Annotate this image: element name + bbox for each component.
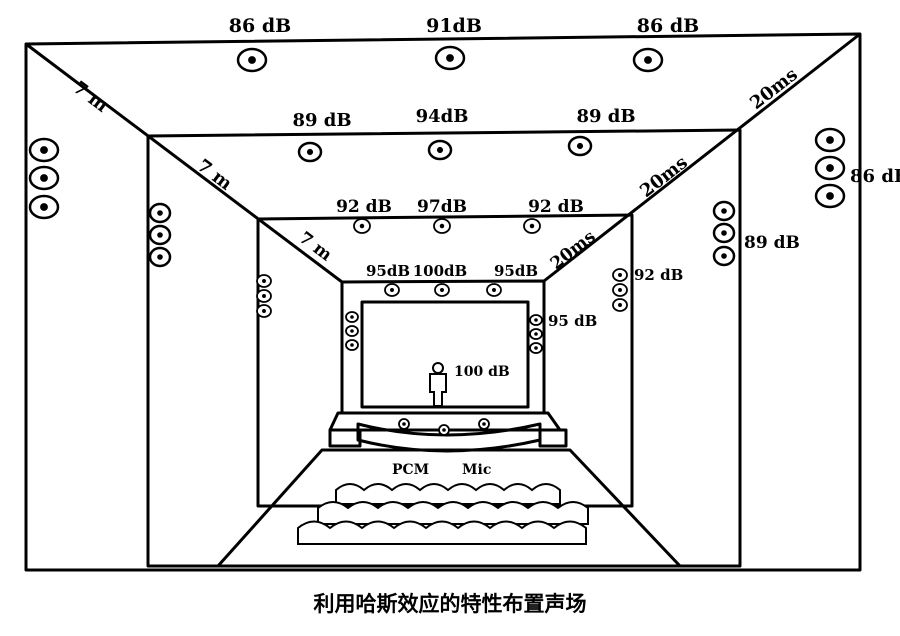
performer-level-label: 100 dB xyxy=(454,364,510,380)
side-right-outer-label: 86 dB xyxy=(850,166,900,187)
ceiling-row2-left-label: 89 dB xyxy=(292,110,351,131)
speaker-center-dot xyxy=(721,230,727,236)
speaker-center-dot xyxy=(618,288,622,292)
speaker-center-dot xyxy=(262,294,266,298)
speaker-center-dot xyxy=(157,232,163,238)
figure-caption: 利用哈斯效应的特性布置声场 xyxy=(313,592,587,616)
distance-label-3: 7 m xyxy=(295,228,336,265)
speaker-center-dot xyxy=(157,210,163,216)
distance-label-2: 7 m xyxy=(193,155,236,195)
speaker-center-dot xyxy=(390,288,394,292)
speaker-center-dot xyxy=(306,148,314,156)
performer-figure xyxy=(429,362,447,407)
orchestra-pit xyxy=(356,422,542,453)
stage-step-left xyxy=(328,428,362,448)
seating-area xyxy=(297,483,589,545)
delay-label-1: 20ms xyxy=(746,64,802,114)
frame-2 xyxy=(146,128,742,568)
speaker-center-dot xyxy=(262,309,266,313)
speaker-center-dot xyxy=(350,329,354,333)
speaker-center-dot xyxy=(826,136,834,144)
stage-screen xyxy=(360,300,530,409)
speaker-center-dot xyxy=(826,192,834,200)
outer-frame xyxy=(24,32,862,572)
ceiling-row2-center-label: 94dB xyxy=(416,106,469,127)
speaker-center-dot xyxy=(262,279,266,283)
mic-label: Mic xyxy=(462,462,491,478)
speaker-center-dot xyxy=(440,288,444,292)
speaker-center-dot xyxy=(644,56,652,64)
speaker-center-dot xyxy=(436,146,444,154)
speaker-center-dot xyxy=(529,223,535,229)
speaker-center-dot xyxy=(721,253,727,259)
speaker-center-dot xyxy=(534,346,538,350)
speaker-center-dot xyxy=(826,164,834,172)
ceiling-row3-center-label: 97dB xyxy=(417,197,467,217)
perspective-line-tr xyxy=(543,32,861,283)
side-right-2-label: 89 dB xyxy=(744,233,800,253)
speaker-center-dot xyxy=(446,54,454,62)
speaker-center-dot xyxy=(157,254,163,260)
speaker-center-dot xyxy=(350,315,354,319)
distance-label-1: 7 m xyxy=(69,77,112,117)
pcm-label: PCM xyxy=(392,462,429,478)
speaker-center-dot xyxy=(576,142,584,150)
ceiling-row3-right-label: 92 dB xyxy=(528,197,584,217)
speaker-center-dot xyxy=(40,174,48,182)
speaker-center-dot xyxy=(534,332,538,336)
speakers xyxy=(28,45,846,436)
frame-3 xyxy=(256,213,634,508)
ceiling-row3-left-label: 92 dB xyxy=(336,197,392,217)
speaker-center-dot xyxy=(492,288,496,292)
speaker-center-dot xyxy=(721,208,727,214)
side-right-4-label: 95 dB xyxy=(548,312,597,330)
speaker-center-dot xyxy=(534,318,538,322)
delay-label-3: 20ms xyxy=(547,227,600,274)
stage-step-right xyxy=(538,428,568,448)
speaker-center-dot xyxy=(40,146,48,154)
side-right-3-label: 92 dB xyxy=(634,266,683,284)
speaker-center-dot xyxy=(359,223,365,229)
ceiling-row1-right-label: 86 dB xyxy=(637,15,699,37)
speaker-center-dot xyxy=(40,203,48,211)
ceiling-row1-left-label: 86 dB xyxy=(229,15,291,37)
speaker-center-dot xyxy=(402,422,406,426)
perspective-line-tl xyxy=(25,42,343,284)
auditorium-floor xyxy=(216,448,682,568)
ceiling-row4-left-label: 95dB xyxy=(366,262,410,280)
speaker-center-dot xyxy=(442,428,446,432)
speaker-center-dot xyxy=(350,343,354,347)
ceiling-row1-center-label: 91dB xyxy=(426,15,482,37)
speaker-center-dot xyxy=(248,56,256,64)
speaker-center-dot xyxy=(482,422,486,426)
speaker-center-dot xyxy=(618,273,622,277)
speaker-center-dot xyxy=(618,303,622,307)
ceiling-row4-right-label: 95dB xyxy=(494,262,538,280)
speaker-center-dot xyxy=(439,223,445,229)
ceiling-row2-right-label: 89 dB xyxy=(576,106,635,127)
ceiling-row4-center-label: 100dB xyxy=(413,262,467,280)
delay-label-2: 20ms xyxy=(636,152,692,202)
